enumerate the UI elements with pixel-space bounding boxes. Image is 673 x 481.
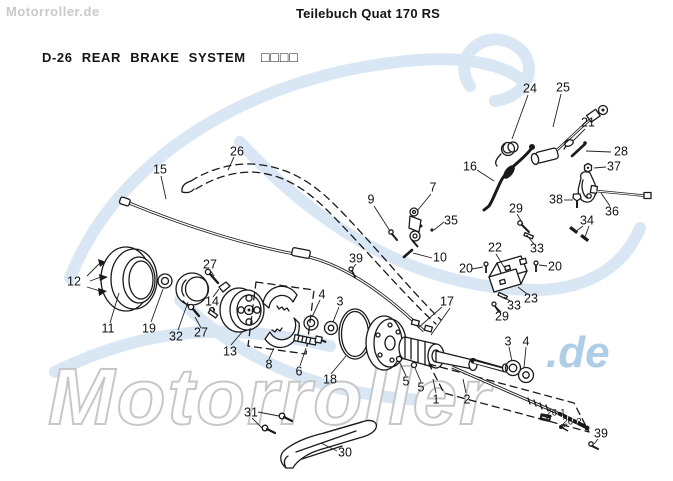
part-label-27: 27 [194,325,208,339]
watermark-big-text: Motorroller [48,352,494,441]
part-label-20: 20 [459,261,473,275]
part-label-27: 27 [203,257,217,271]
part-label-33: 33 [507,298,521,312]
part-label-26-2: 26-2 [562,417,581,428]
part-label-37: 37 [607,159,621,173]
part-31-bolts [261,412,294,435]
part-label-4: 4 [319,287,326,301]
part-label-9: 9 [368,192,375,206]
section-heading: D-26 REAR BRAKE SYSTEM □□□□ [42,49,299,65]
part-3-seal-right [504,359,522,377]
part-26-brake-cable [181,163,442,325]
part-4-bearing-right [517,366,535,384]
part-27-bolt-lower [187,303,201,318]
leader-lines [86,93,612,452]
part-37-nut [583,162,593,173]
part-label-5: 5 [418,380,425,394]
part-14-lever-links [207,281,231,319]
part-20-screws [483,260,539,273]
section-name: REAR BRAKE SYSTEM [81,50,246,65]
catalog-title: Teilebuch Quat 170 RS [295,6,441,21]
part-10-pin [402,248,414,259]
part-7-lever-assembly [408,207,423,248]
part-label-5: 5 [403,374,410,388]
part-29-screw-top [517,220,530,233]
part-label-13: 13 [223,344,237,358]
part-label-10: 10 [433,250,447,264]
part-label-38: 38 [549,192,563,206]
watermark-topleft: Motorroller.de [6,4,100,19]
part-28-pin [570,141,587,158]
logo-watermark [49,33,646,406]
part-25-cable-elbow [530,104,609,166]
part-label-26-1: 26-1 [546,408,565,419]
part-35-dot [430,228,434,232]
part-9-bolt [388,229,398,241]
part-label-30: 30 [338,445,352,459]
part-label-31: 31 [244,405,258,419]
part-4-bearing-left [303,315,319,331]
cjk-placeholder-boxes: □□□□ [260,49,299,65]
part-24-spring [494,141,519,167]
part-32-brake-drum-cup [175,272,210,307]
part-33-clip-top [523,231,535,240]
part-36-38-lever-rod [572,171,652,208]
part-39-bolt-right [588,441,599,450]
part-label-23: 23 [524,291,538,305]
watermark-de-text: .de [546,328,610,377]
part-label-7: 7 [430,180,437,194]
part-label-3: 3 [505,334,512,348]
part-11-drum-cover [100,246,158,312]
part-1-2-5-hub-axle-assembly [365,315,509,373]
part-13-brake-drum [219,287,265,333]
cable-end-section [428,363,590,433]
part-label-6: 6 [296,364,303,378]
part-label-34: 34 [580,213,594,227]
part-39-bolt-left [348,266,356,278]
part-label-14: 14 [205,294,219,308]
part-22-23-bracket [488,255,528,293]
part-27-bolt-upper [204,268,220,285]
part-label-26: 26 [230,144,244,158]
part-15-brake-cable [118,196,426,333]
part-16-cable [482,144,535,212]
part-label-19: 19 [142,321,156,335]
part-19-seal [157,273,173,289]
part-label-24: 24 [523,81,537,95]
part-label-18: 18 [323,372,337,386]
part-6-cam-shaft [293,333,327,346]
part-3-seal-left [323,320,339,336]
part-label-22: 22 [488,240,502,254]
part-label-35: 35 [444,213,458,227]
part-label-33: 33 [530,241,544,255]
part-label-16: 16 [463,159,477,173]
part-label-29: 29 [509,201,523,215]
section-code: D-26 [42,50,73,65]
part-label-15: 15 [153,162,167,176]
part-label-3: 3 [337,294,344,308]
part-34-pins [569,225,590,243]
part-label-28: 28 [614,144,628,158]
part-label-20: 20 [548,259,562,273]
part-label-39: 39 [349,251,363,265]
part-label-21: 21 [581,115,595,129]
part-label-4: 4 [523,334,530,348]
part-label-25: 25 [556,80,570,94]
part-label-36: 36 [605,204,619,218]
part-label-8: 8 [266,357,273,371]
part-label-1: 1 [433,392,440,406]
part-30-brake-arm [280,419,378,469]
part-29-screw-mid [491,301,500,313]
part-label-32: 32 [169,329,183,343]
part-label-2: 2 [464,392,471,406]
part-label-29: 29 [495,309,509,323]
part-label-12: 12 [67,274,81,288]
part-21-clip [563,139,574,150]
part-label-39: 39 [594,426,608,440]
part-label-17: 17 [440,294,454,308]
part-label-11: 11 [102,321,115,335]
